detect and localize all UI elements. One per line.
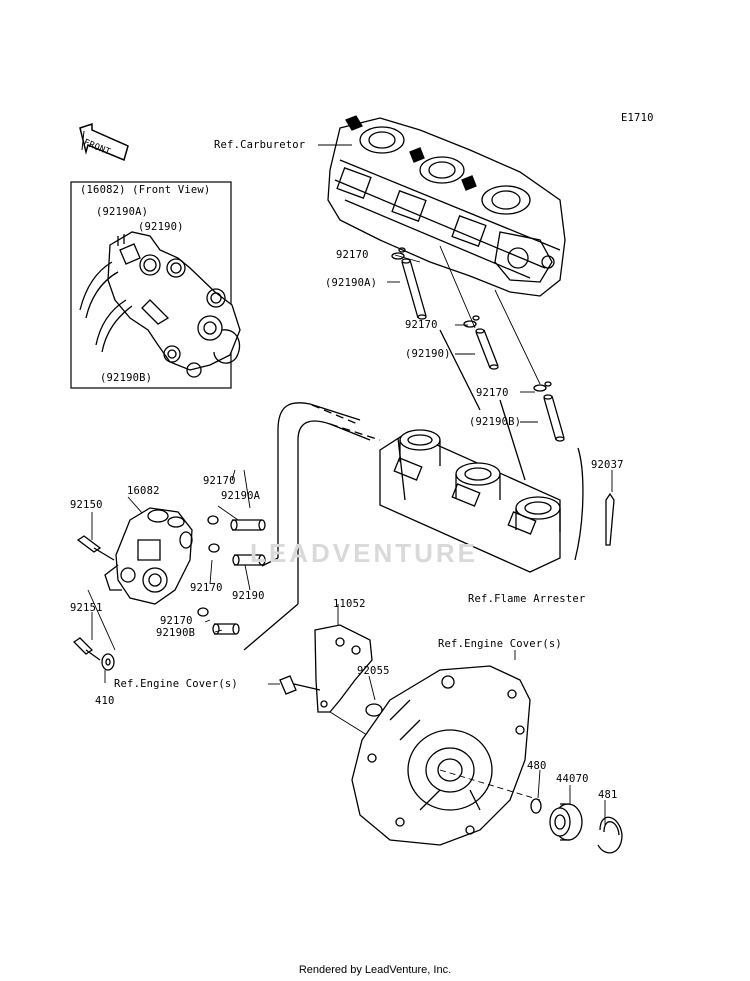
part-92170-label: 92170 bbox=[203, 475, 236, 487]
watermark-text: LEADVENTURE bbox=[250, 538, 479, 568]
part-480-label: 480 bbox=[527, 760, 547, 772]
part-92170-label: 92170 bbox=[160, 615, 193, 627]
part-92190a-label: 92190A bbox=[221, 490, 261, 502]
ref-flame-arrester-label: Ref.Flame Arrester bbox=[468, 593, 586, 605]
part-44070-label: 44070 bbox=[556, 773, 589, 785]
inset-label-92190: (92190) bbox=[138, 221, 184, 233]
inset-title: (16082) (Front View) bbox=[80, 184, 211, 196]
part-92190b-label: 92190B bbox=[156, 627, 196, 639]
hose-routing bbox=[243, 329, 584, 651]
part-92190b-label: (92190B) bbox=[469, 416, 522, 428]
carburetor-assembly-drawing bbox=[327, 115, 566, 297]
part-92170-label: 92170 bbox=[336, 249, 369, 261]
inset-label-92190b: (92190B) bbox=[100, 372, 153, 384]
part-92150-label: 92150 bbox=[70, 499, 103, 511]
diagram-code: E1710 bbox=[621, 112, 654, 124]
ref-engine-cover-right-label: Ref.Engine Cover(s) bbox=[438, 638, 562, 650]
inset-pump-drawing bbox=[79, 231, 241, 378]
part-92055-label: 92055 bbox=[357, 665, 390, 677]
part-92151-label: 92151 bbox=[70, 602, 103, 614]
part-92190-label: (92190) bbox=[405, 348, 451, 360]
part-11052-label: 11052 bbox=[333, 598, 366, 610]
part-92170-label: 92170 bbox=[405, 319, 438, 331]
ref-engine-cover-left-label: Ref.Engine Cover(s) bbox=[114, 678, 238, 690]
part-16082-label: 16082 bbox=[127, 485, 160, 497]
bracket-11052-drawing bbox=[279, 624, 383, 741]
front-view-inset-frame bbox=[70, 181, 232, 389]
engine-cover-drawing bbox=[351, 665, 541, 846]
part-481-label: 481 bbox=[598, 789, 618, 801]
flame-arrester-drawing bbox=[379, 429, 561, 573]
part-410-label: 410 bbox=[95, 695, 115, 707]
bearing-parts-drawing bbox=[530, 798, 623, 854]
clamp-92037-drawing bbox=[605, 492, 615, 546]
pump-16082-drawing bbox=[76, 507, 266, 635]
ref-carburetor-label: Ref.Carburetor bbox=[214, 139, 306, 151]
part-92037-label: 92037 bbox=[591, 459, 624, 471]
footer-credit: Rendered by LeadVenture, Inc. bbox=[298, 964, 452, 976]
bolt-92151-washer-410 bbox=[72, 589, 116, 671]
inset-label-92190a: (92190A) bbox=[96, 206, 149, 218]
hoses-carburetor bbox=[391, 247, 565, 442]
front-arrow-icon bbox=[79, 122, 129, 162]
part-92190a-label: (92190A) bbox=[325, 277, 378, 289]
part-92170-label: 92170 bbox=[190, 582, 223, 594]
part-92170-label: 92170 bbox=[476, 387, 509, 399]
part-92190-label: 92190 bbox=[232, 590, 265, 602]
